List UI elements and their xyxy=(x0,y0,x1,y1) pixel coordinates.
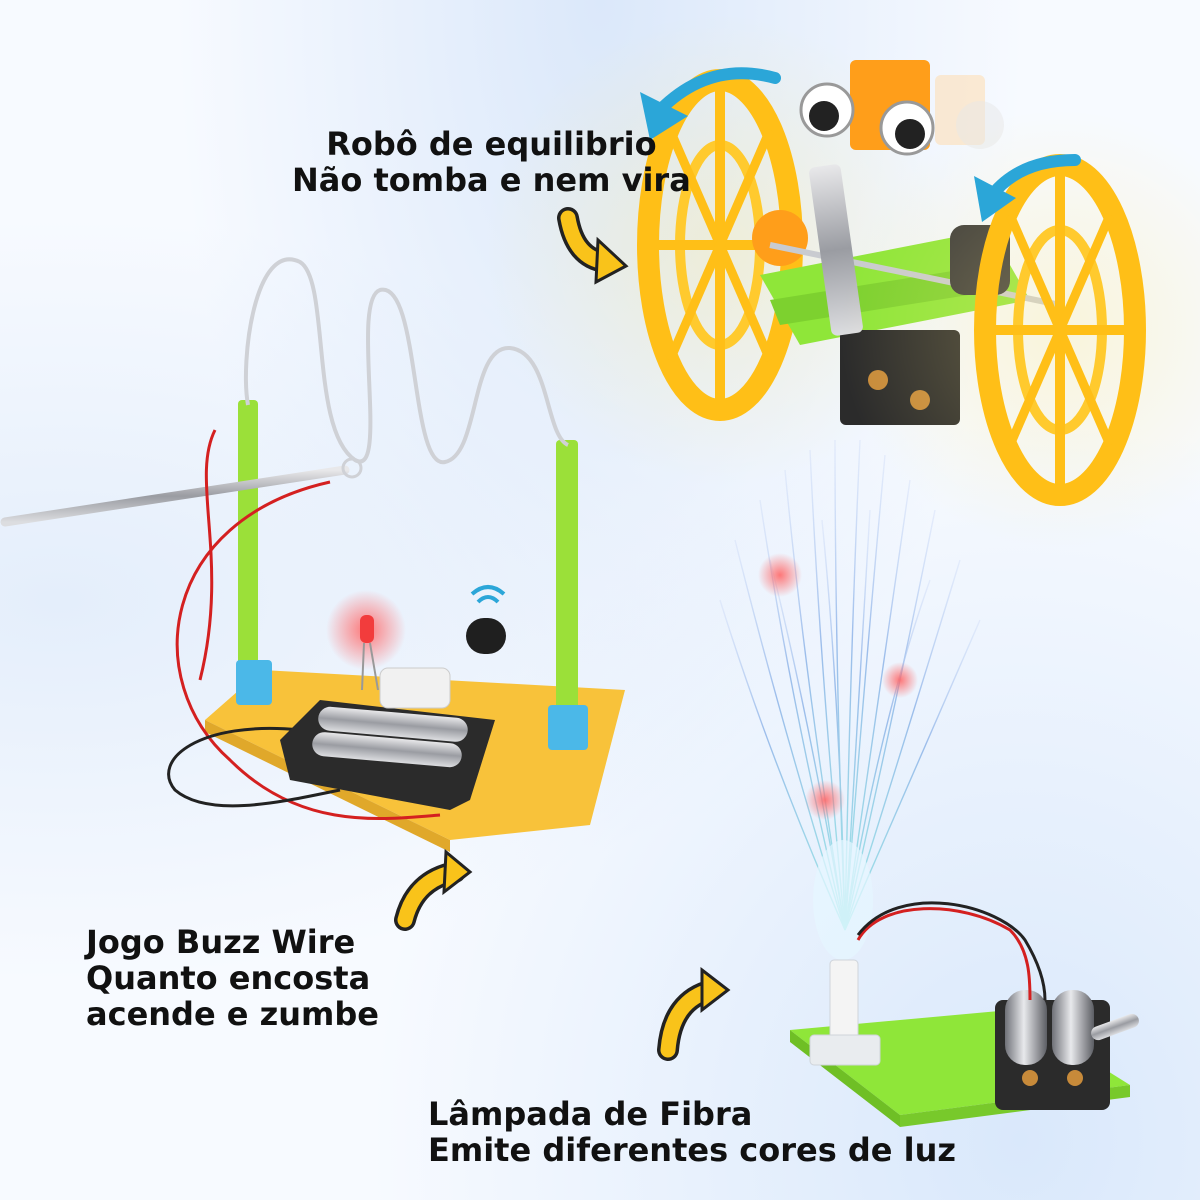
curved-arrow-icon xyxy=(657,966,731,1061)
rotation-arrow-icon xyxy=(974,154,1081,222)
rotation-arrow-icon xyxy=(640,67,781,140)
buzz-wire-line-3: acende e zumbe xyxy=(86,995,379,1033)
battery-holder xyxy=(280,700,495,810)
buzz-wire-title: Jogo Buzz Wire xyxy=(86,923,356,961)
robot-right-wheel xyxy=(840,110,1200,550)
balance-robot-image xyxy=(485,15,1200,550)
fiber-lamp-subtitle: Emite diferentes cores de luz xyxy=(428,1131,957,1169)
buzz-wire-image xyxy=(0,257,625,852)
buzz-wire-caption: Jogo Buzz Wire Quanto encosta acende e z… xyxy=(86,924,379,1032)
curved-arrow-icon xyxy=(557,207,629,285)
fiber-lamp-image xyxy=(719,439,1139,1127)
buzz-wire-line-2: Quanto encosta xyxy=(86,959,371,997)
robot-subtitle: Não tomba e nem vira xyxy=(292,161,691,199)
curved-arrow-icon xyxy=(394,848,473,931)
fiber-battery-holder xyxy=(995,990,1139,1110)
robot-caption: Robô de equilibrio Não tomba e nem vira xyxy=(292,126,691,198)
fiber-lamp-title: Lâmpada de Fibra xyxy=(428,1095,753,1133)
fiber-lamp-caption: Lâmpada de Fibra Emite diferentes cores … xyxy=(428,1096,956,1168)
robot-title: Robô de equilibrio xyxy=(326,125,657,163)
